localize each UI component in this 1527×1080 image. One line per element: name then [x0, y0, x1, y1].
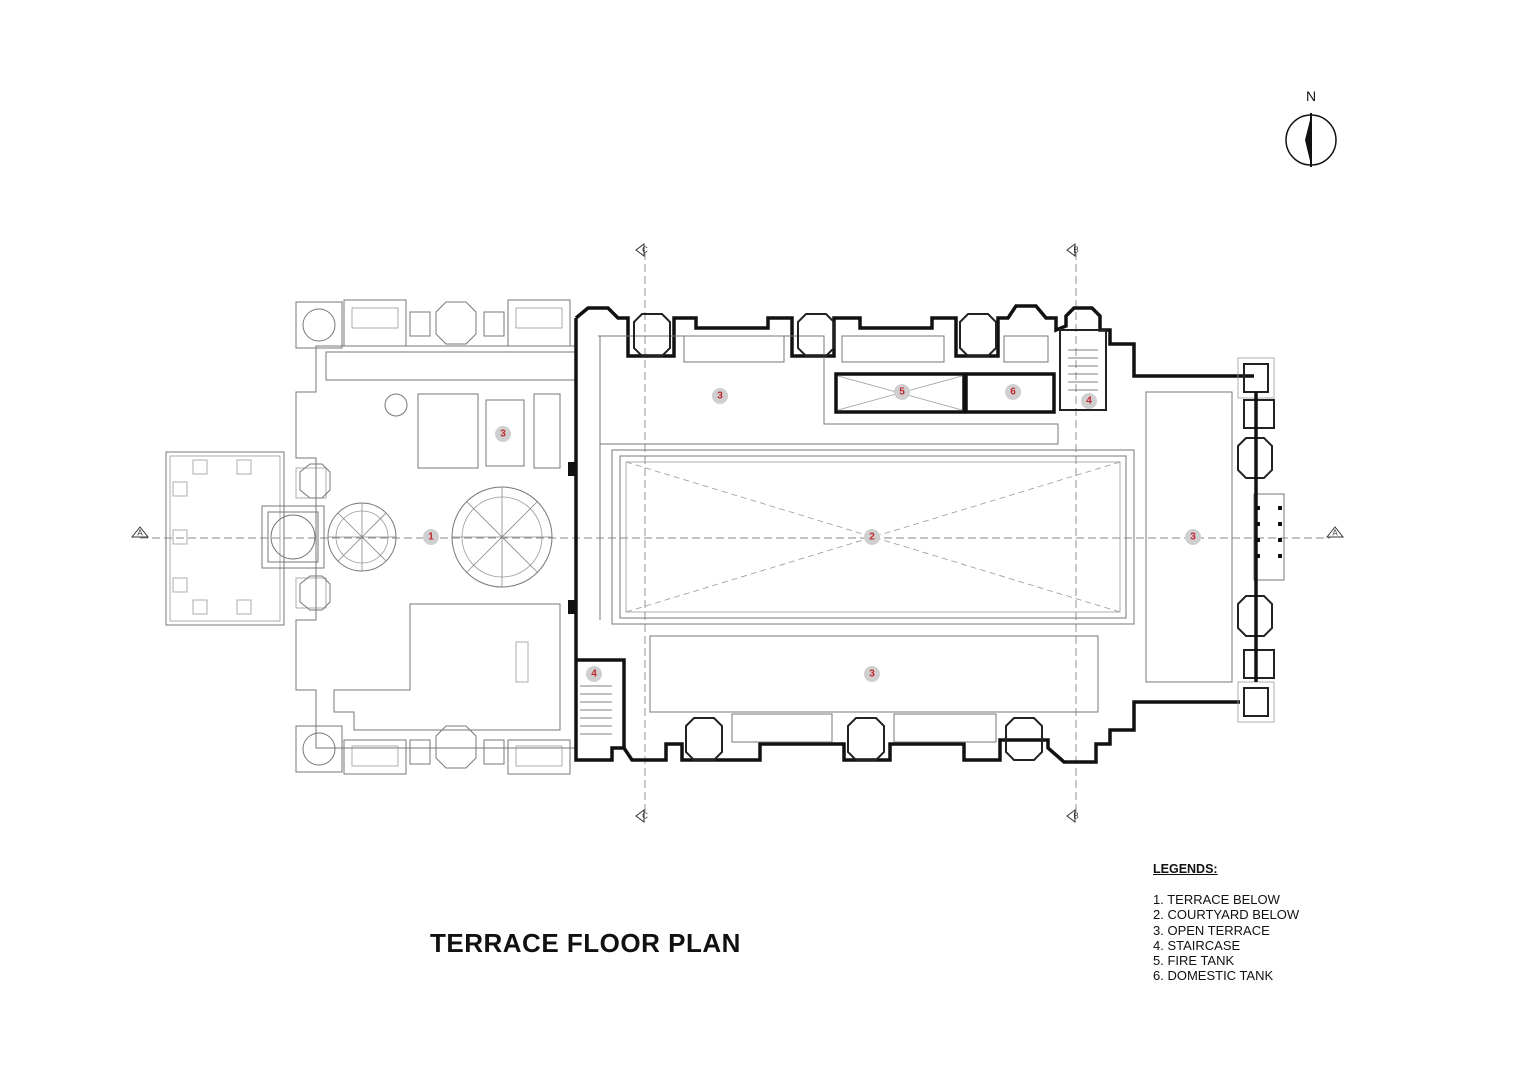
svg-text:C: C	[642, 246, 648, 255]
section-marker-b-top: B	[1066, 243, 1079, 257]
svg-text:3: 3	[717, 391, 723, 402]
space-tag-4-south: 4	[586, 666, 602, 682]
space-tag-4-north: 4	[1081, 393, 1097, 409]
terrace-below-block	[295, 345, 577, 749]
svg-text:6: 6	[1010, 387, 1016, 398]
east-turrets	[1237, 357, 1285, 723]
svg-text:3: 3	[869, 669, 875, 680]
svg-text:3: 3	[500, 429, 506, 440]
legend-heading: LEGENDS:	[1153, 862, 1218, 876]
section-marker-b-bottom: B	[1066, 809, 1079, 823]
space-tag-3-north: 3	[712, 388, 728, 404]
legend-item: 4. STAIRCASE	[1153, 937, 1241, 953]
svg-text:A: A	[137, 529, 143, 538]
west-turrets	[295, 299, 571, 775]
legend-item: 1. TERRACE BELOW	[1153, 892, 1280, 907]
section-marker-c-top: C	[635, 243, 648, 257]
courtyard-and-terraces	[568, 335, 1233, 743]
north-label: N	[1306, 88, 1316, 104]
section-marker-c-bottom: C	[635, 809, 648, 823]
space-tag-6: 6	[1005, 384, 1021, 400]
towers	[633, 313, 1043, 761]
section-marker-a-right: A	[1325, 526, 1345, 538]
space-tag-3-south: 3	[864, 666, 880, 682]
west-pavilion	[165, 451, 327, 626]
space-tag-2: 2	[864, 529, 880, 545]
svg-text:A: A	[1332, 529, 1338, 538]
legend-item: 5. FIRE TANK	[1153, 953, 1235, 969]
staircases	[576, 329, 1107, 748]
svg-text:4: 4	[1086, 396, 1092, 407]
svg-text:B: B	[1073, 246, 1078, 255]
svg-text:3: 3	[1190, 532, 1196, 543]
legend-item: 6. DOMESTIC TANK	[1153, 968, 1274, 984]
section-lines	[140, 252, 1330, 812]
svg-text:5: 5	[899, 387, 905, 398]
section-marker-a-left: A	[130, 526, 150, 538]
legend-item: 3. OPEN TERRACE	[1153, 922, 1270, 938]
svg-text:C: C	[642, 812, 648, 821]
legend: LEGENDS: 1. TERRACE BELOW 2. COURTYARD B…	[1153, 862, 1299, 984]
svg-text:2: 2	[869, 532, 875, 543]
svg-text:1: 1	[428, 532, 434, 543]
north-arrow-icon: N	[1285, 88, 1337, 167]
drawing-title: TERRACE FLOOR PLAN	[430, 928, 741, 958]
space-tag-1: 1	[423, 529, 439, 545]
svg-text:B: B	[1073, 812, 1078, 821]
space-tag-5: 5	[894, 384, 910, 400]
space-tag-3-east: 3	[1185, 529, 1201, 545]
svg-text:4: 4	[591, 669, 597, 680]
main-building-walls	[574, 304, 1240, 764]
space-tag-3-west: 3	[495, 426, 511, 442]
legend-item: 2. COURTYARD BELOW	[1153, 907, 1300, 923]
